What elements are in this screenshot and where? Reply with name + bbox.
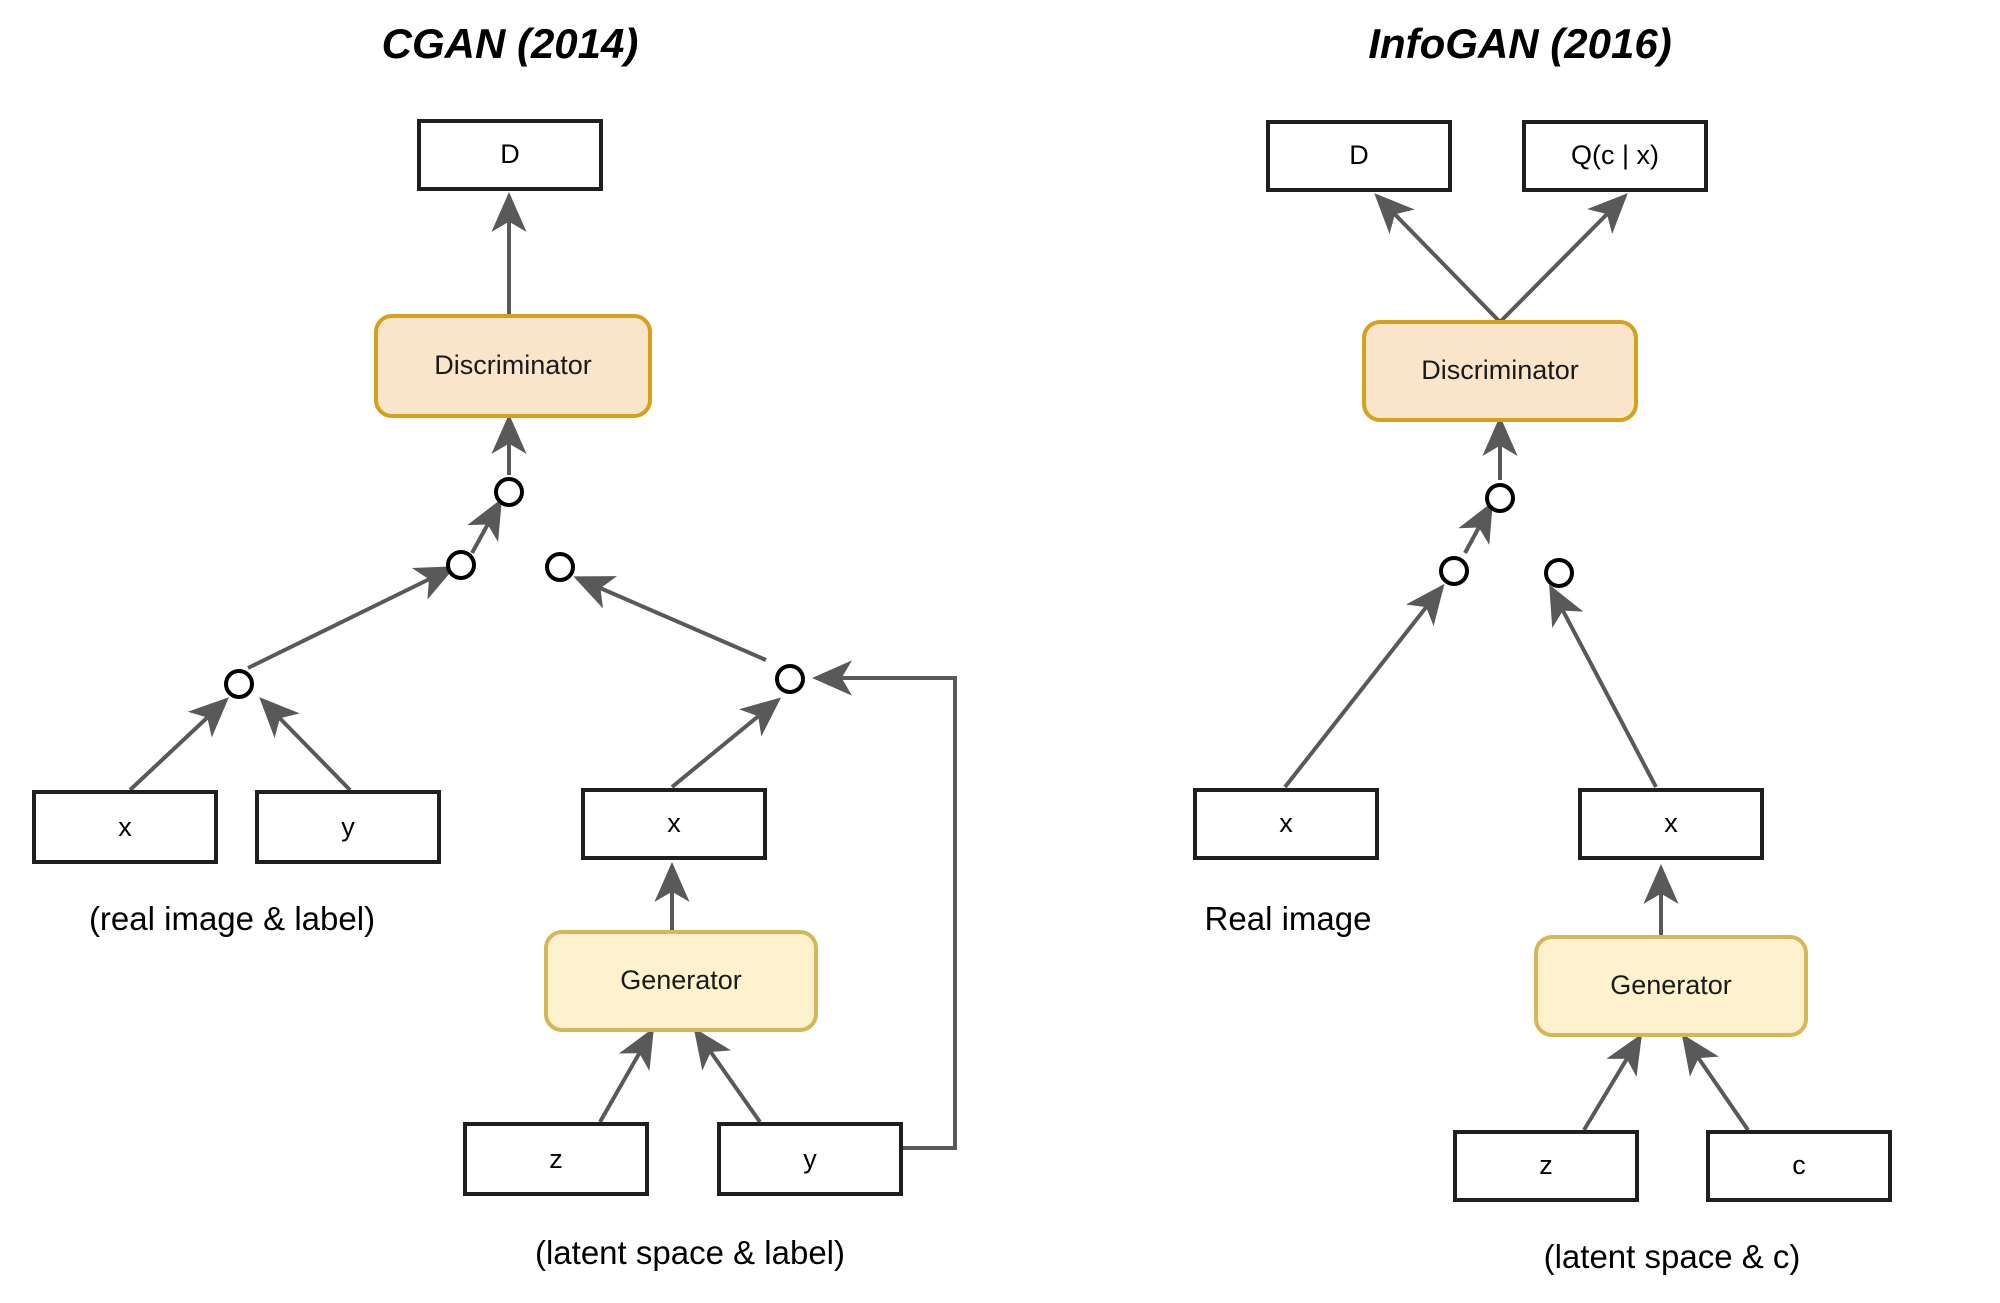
node-cgan-real-y-label: y [341,812,355,842]
edge-realx-to-realjunction [128,697,229,792]
node-cgan-latent-y-label: y [803,1144,817,1174]
node-cgan-real-x-label: x [118,812,132,842]
node-infogan-latent-z-label: z [1539,1150,1553,1180]
junction-dot-infogan-left [1439,556,1469,586]
node-infogan-discriminator[interactable]: Discriminator [1362,320,1638,422]
edge-c-to-generator [1681,1033,1750,1132]
caption-infogan-latent: (latent space & c) [1544,1238,1801,1275]
node-cgan-latent-z[interactable]: z [463,1122,649,1196]
edge-midjunction-to-topjunction [467,498,502,554]
node-infogan-d-output[interactable]: D [1266,120,1452,192]
node-infogan-latent-c-label: c [1792,1150,1806,1180]
junction-dot-cgan-real-pair [224,669,254,699]
node-infogan-generator-label: Generator [1610,970,1732,1000]
node-cgan-generator-label: Generator [620,965,742,995]
node-cgan-discriminator[interactable]: Discriminator [374,314,652,418]
junction-dot-cgan-fake-pair [775,664,805,694]
edge-realy-to-realjunction [259,697,352,792]
edge-realx-to-leftjunction [1283,583,1445,789]
junction-dot-cgan-right-mid [545,552,575,582]
node-infogan-generator[interactable]: Generator [1534,935,1808,1037]
caption-cgan-real: (real image & label) [89,900,375,937]
infogan-edges [1283,193,1750,1132]
caption-cgan-latent: (latent space & label) [535,1234,845,1271]
node-infogan-fake-x-label: x [1664,808,1678,838]
node-cgan-generator[interactable]: Generator [544,930,818,1032]
edge-leftjunction-to-topjunction [1458,501,1493,554]
node-cgan-real-y[interactable]: y [255,790,441,864]
node-infogan-q-output[interactable]: Q(c | x) [1522,120,1708,192]
edge-latenty-wraparound-to-fakejunction [812,660,957,1150]
edge-fakex-to-fakejunction [670,697,782,789]
node-infogan-discriminator-label: Discriminator [1421,355,1579,385]
edge-discriminator-to-q [1498,193,1628,324]
node-cgan-latent-y[interactable]: y [717,1122,903,1196]
node-cgan-discriminator-label: Discriminator [434,350,592,380]
node-cgan-d-output-label: D [500,139,520,169]
node-cgan-real-x[interactable]: x [32,790,218,864]
cgan-edges [128,192,957,1150]
panel-title-infogan: InfoGAN (2016) [1368,20,1671,67]
panel-title-cgan: CGAN (2014) [382,20,639,67]
node-cgan-latent-z-label: z [549,1144,563,1174]
edge-realjunction-to-midjunction [247,566,456,670]
node-cgan-fake-x[interactable]: x [581,788,767,860]
node-infogan-real-x-label: x [1279,808,1293,838]
junction-dot-cgan-top [494,477,524,507]
edge-fakex-to-rightjunction [1549,584,1658,788]
edge-discriminator-to-d [1374,193,1502,324]
node-infogan-d-output-label: D [1349,140,1369,170]
panel-cgan: CGAN (2014) [32,20,957,1271]
panel-infogan: InfoGAN (2016) [1193,20,1892,1275]
edge-latenty-to-generator [693,1027,762,1124]
node-infogan-q-output-label: Q(c | x) [1571,140,1659,170]
junction-dot-infogan-top [1485,483,1515,513]
edge-z-to-generator [598,1027,654,1123]
junction-dot-infogan-right [1544,558,1574,588]
junction-dot-cgan-left-mid [446,550,476,580]
node-cgan-fake-x-label: x [667,808,681,838]
edge-z-to-generator [1582,1033,1643,1132]
node-infogan-latent-c[interactable]: c [1706,1130,1892,1202]
node-infogan-latent-z[interactable]: z [1453,1130,1639,1202]
caption-infogan-real: Real image [1205,900,1372,937]
node-infogan-real-x[interactable]: x [1193,788,1379,860]
node-infogan-fake-x[interactable]: x [1578,788,1764,860]
edge-fakejunction-to-rightjunction [573,576,767,662]
node-cgan-d-output[interactable]: D [417,119,603,191]
